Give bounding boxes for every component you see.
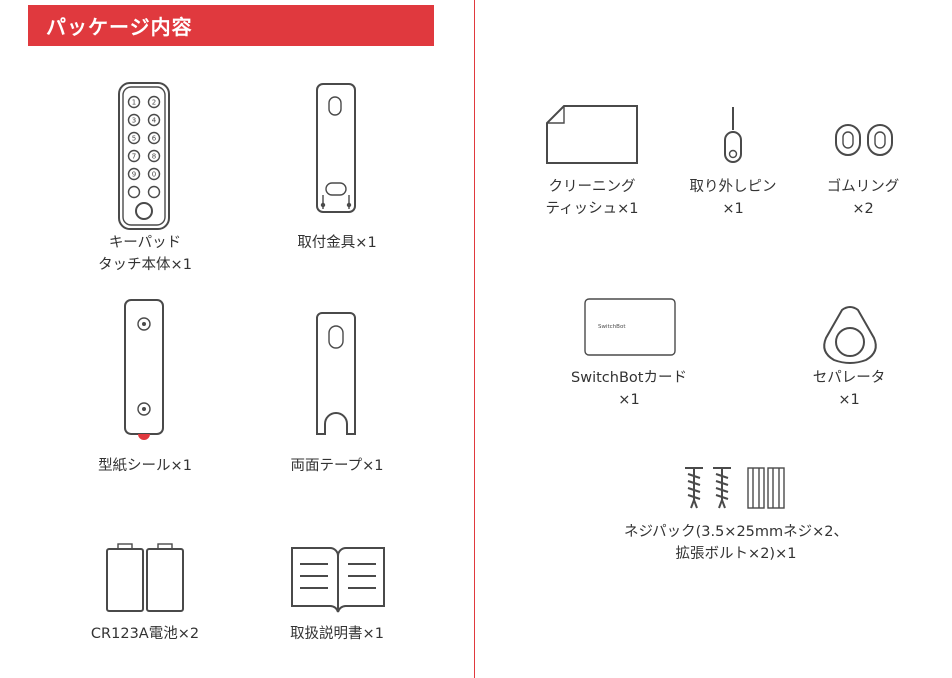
screw-pack-icon [685,467,785,509]
manual-book-icon [291,547,385,613]
keypad-icon: 1 2 3 4 5 6 7 8 9 0 [118,82,170,230]
label-manual: 取扱説明書×1 [290,626,384,642]
label-bracket: 取付金具×1 [297,235,377,251]
label-separator: セパレータ×1 [812,370,886,408]
mounting-bracket-icon [316,83,356,213]
label-pin: 取り外しピン×1 [689,179,777,217]
svg-text:8: 8 [152,153,156,161]
label-tissue: クリーニングティッシュ×1 [545,179,639,217]
label-keypad: キーパッドタッチ本体×1 [98,235,192,273]
svg-text:3: 3 [132,117,136,125]
svg-text:4: 4 [152,117,157,125]
cleaning-tissue-icon [546,105,638,164]
svg-text:9: 9 [132,171,136,179]
svg-text:1: 1 [132,99,136,107]
double-sided-tape-icon [316,312,356,435]
section-title: パッケージ内容 [46,15,193,39]
svg-text:6: 6 [152,135,157,143]
svg-text:7: 7 [132,153,136,161]
separator-icon [823,306,877,364]
template-sticker-icon [124,299,164,440]
rubber-ring-icon [835,124,893,156]
svg-text:0: 0 [152,171,156,179]
svg-text:2: 2 [152,99,156,107]
svg-text:5: 5 [132,135,136,143]
label-tape: 両面テープ×1 [290,458,384,474]
battery-icon [106,543,184,612]
removal-pin-icon [724,107,742,163]
svg-text:SwitchBot: SwitchBot [598,324,626,330]
label-card: SwitchBotカード×1 [571,370,687,408]
label-template: 型紙シール×1 [98,458,192,474]
column-divider [474,0,475,678]
section-header: パッケージ内容 [28,5,434,46]
label-ring: ゴムリング×2 [826,179,900,217]
label-screws: ネジパック(3.5×25mmネジ×2、拡張ボルト×2)×1 [623,524,849,562]
label-battery: CR123A電池×2 [90,626,200,642]
switchbot-card-icon: SwitchBot [584,298,676,356]
